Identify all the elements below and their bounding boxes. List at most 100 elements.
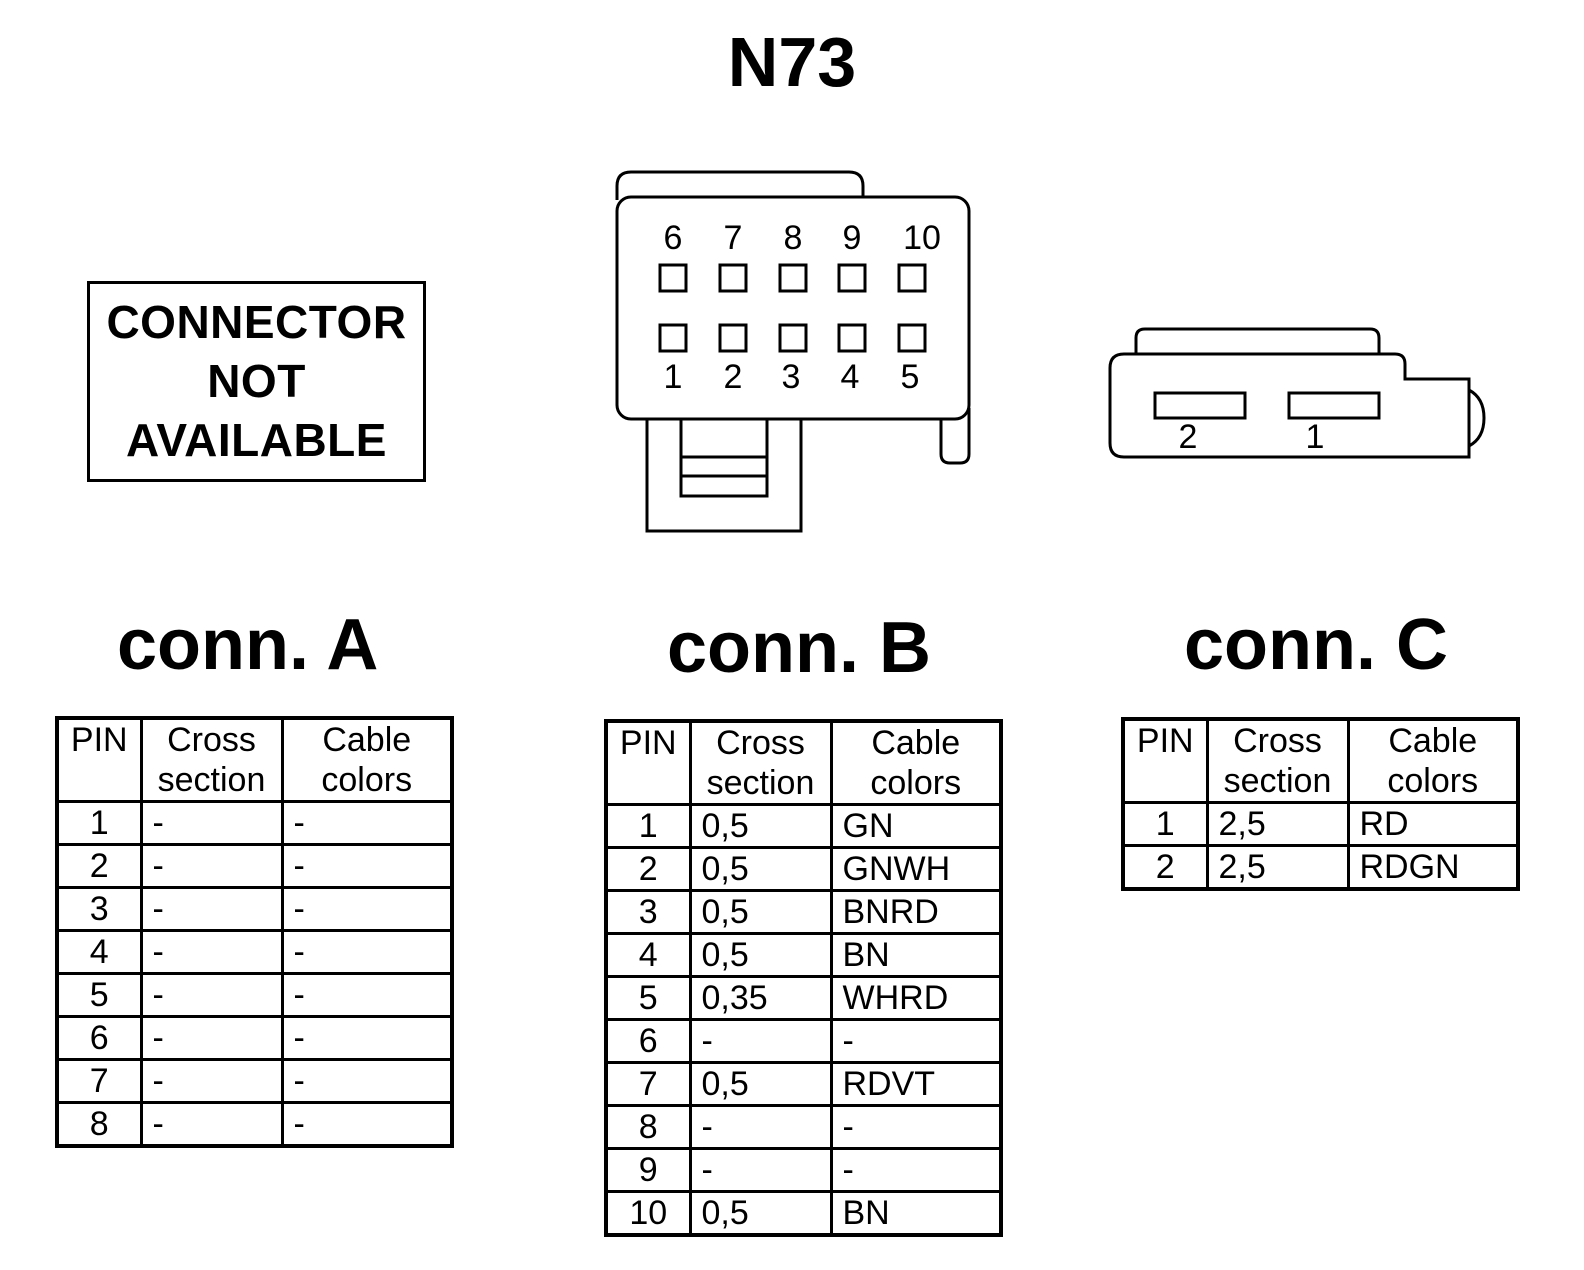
cell-cable-color: - [280,929,454,975]
pin-label-4: 4 [841,358,860,396]
cell-cable-color: - [829,1018,1003,1064]
diagram-title: N73 [727,23,857,101]
cell-cross-section: 0,5 [688,889,833,935]
header-pin: PIN [55,716,143,803]
table-row: 5-- [55,972,454,1018]
cell-cross-section: 0,5 [688,846,833,892]
cell-pin: 10 [604,1190,692,1237]
connector-b-pin-labels: 6 7 8 9 10 1 2 3 4 5 [664,219,941,396]
cell-cable-color: - [280,843,454,889]
header-cross-section-line-1: Cross [1233,722,1322,760]
header-cable-colors-line-2: colors [870,764,962,802]
header-cable-colors-line-1: Cable [322,721,412,759]
header-cable-colors-line-2: colors [1387,762,1479,800]
cell-pin: 1 [55,800,143,846]
cell-pin: 1 [1121,801,1209,847]
cell-cross-section: 0,5 [688,1190,833,1237]
cell-cable-color: - [829,1104,1003,1150]
cell-cross-section: 2,5 [1205,844,1350,891]
cell-cable-color: - [280,1101,454,1148]
header-cross-section-line-2: section [157,761,266,799]
cell-pin: 5 [55,972,143,1018]
table-row: 6-- [604,1018,1003,1064]
cell-cross-section: - [139,929,284,975]
table-row: 7-- [55,1058,454,1104]
cell-cable-color: RDVT [829,1061,1003,1107]
pin-label-1: 1 [664,358,683,396]
notice-line-2: NOT [207,355,306,407]
cell-cross-section: 0,5 [688,803,833,849]
pin-label-7: 7 [724,219,743,257]
cell-cross-section: - [139,886,284,932]
cell-cross-section: - [139,843,284,889]
header-cross-section-line-2: section [706,764,815,802]
cell-pin: 1 [604,803,692,849]
cell-pin: 4 [604,932,692,978]
cell-cable-color: - [280,800,454,846]
cell-cable-color: BN [829,932,1003,978]
cell-pin: 2 [604,846,692,892]
cell-cable-color: - [829,1147,1003,1193]
table-row: 9-- [604,1147,1003,1193]
cell-cable-color: RDGN [1346,844,1520,891]
conn-b-label: conn. B [667,608,931,688]
cell-pin: 7 [604,1061,692,1107]
cell-pin: 2 [1121,844,1209,891]
cell-cross-section: - [688,1018,833,1064]
table-row: 2-- [55,843,454,889]
table-row: 4-- [55,929,454,975]
cell-cable-color: BNRD [829,889,1003,935]
cell-pin: 5 [604,975,692,1021]
pin-label-2: 2 [724,358,743,396]
cell-pin: 2 [55,843,143,889]
pin-label-8: 8 [784,219,803,257]
cell-pin: 7 [55,1058,143,1104]
cell-cross-section: - [139,800,284,846]
header-pin: PIN [1121,717,1209,804]
cell-pin: 6 [55,1015,143,1061]
cell-cross-section: - [688,1104,833,1150]
c-pin-label-1: 1 [1306,418,1325,456]
cell-cable-color: GNWH [829,846,1003,892]
header-cable-colors-line-2: colors [321,761,413,799]
cell-pin: 8 [604,1104,692,1150]
header-cross-section-line-1: Cross [716,724,805,762]
connector-a-not-available-box: CONNECTOR NOT AVAILABLE [87,281,426,482]
conn-a-label: conn. A [117,605,379,685]
notice-line-1: CONNECTOR [106,296,407,348]
cell-cable-color: - [280,972,454,1018]
connector-c-drawing [1108,327,1486,459]
cell-cross-section: - [139,972,284,1018]
pin-label-3: 3 [782,358,801,396]
pin-label-6: 6 [664,219,683,257]
cell-pin: 8 [55,1101,143,1148]
table-row: 3-- [55,886,454,932]
header-cable-colors-line-1: Cable [1388,722,1478,760]
connector-b-drawing [615,170,971,533]
cell-cable-color: - [280,1058,454,1104]
cell-cross-section: - [139,1015,284,1061]
cell-cross-section: 0,5 [688,1061,833,1107]
cell-cross-section: 2,5 [1205,801,1350,847]
cell-pin: 4 [55,929,143,975]
table-row: 6-- [55,1015,454,1061]
cell-cable-color: BN [829,1190,1003,1237]
table-row: 8-- [604,1104,1003,1150]
